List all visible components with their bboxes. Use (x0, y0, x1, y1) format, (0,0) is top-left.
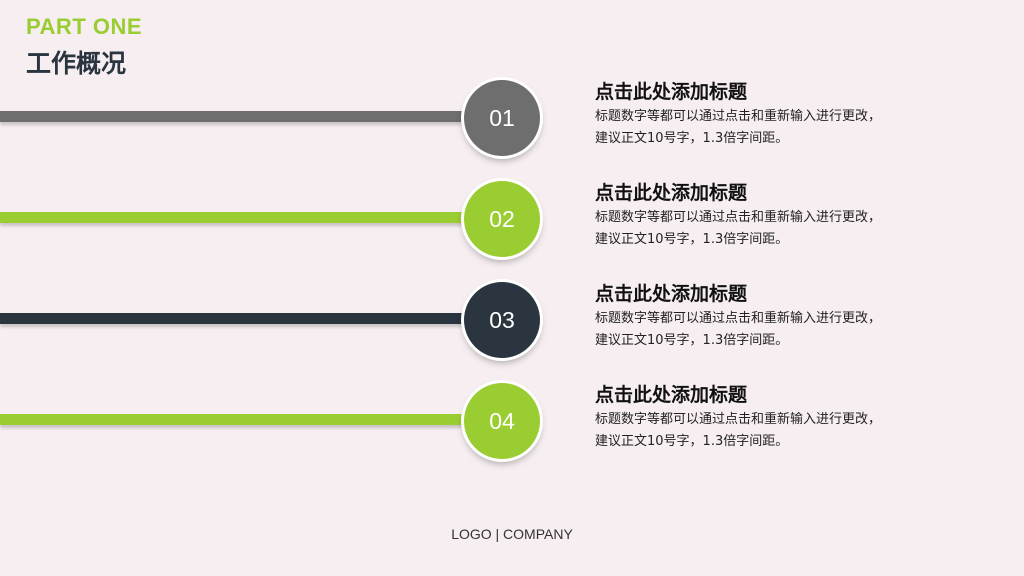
part-label: PART ONE (26, 14, 143, 39)
item-3-desc-line2[interactable]: 建议正文10号字，1.3倍字间距。 (595, 333, 789, 348)
item-4-bar (0, 414, 480, 425)
item-1-desc-line2[interactable]: 建议正文10号字，1.3倍字间距。 (595, 131, 789, 146)
list-item-2: 02 点击此处添加标题 标题数字等都可以通过点击和重新输入进行更改， 建议正文1… (0, 180, 1024, 260)
item-1-title[interactable]: 点击此处添加标题 (595, 81, 748, 103)
list-item-3: 03 点击此处添加标题 标题数字等都可以通过点击和重新输入进行更改， 建议正文1… (0, 281, 1024, 361)
item-4-title[interactable]: 点击此处添加标题 (595, 384, 748, 406)
page-title: 工作概况 (26, 49, 127, 78)
list-item-1: 01 点击此处添加标题 标题数字等都可以通过点击和重新输入进行更改， 建议正文1… (0, 79, 1024, 159)
item-4-desc-line2[interactable]: 建议正文10号字，1.3倍字间距。 (595, 434, 789, 449)
item-1-desc-line1[interactable]: 标题数字等都可以通过点击和重新输入进行更改， (595, 109, 882, 124)
item-1-number-badge: 01 (464, 80, 540, 156)
footer-logo-company: LOGO | COMPANY (0, 526, 1024, 542)
item-3-desc-line1[interactable]: 标题数字等都可以通过点击和重新输入进行更改， (595, 311, 882, 326)
item-2-desc-line2[interactable]: 建议正文10号字，1.3倍字间距。 (595, 232, 789, 247)
item-2-bar (0, 212, 480, 223)
list-item-4: 04 点击此处添加标题 标题数字等都可以通过点击和重新输入进行更改， 建议正文1… (0, 382, 1024, 462)
footer-text: LOGO | COMPANY (451, 526, 573, 542)
item-4-desc-line1[interactable]: 标题数字等都可以通过点击和重新输入进行更改， (595, 412, 882, 427)
item-2-title[interactable]: 点击此处添加标题 (595, 182, 748, 204)
item-1-bar (0, 111, 480, 122)
item-3-bar (0, 313, 480, 324)
item-3-title[interactable]: 点击此处添加标题 (595, 283, 748, 305)
item-4-number-badge: 04 (464, 383, 540, 459)
item-2-desc-line1[interactable]: 标题数字等都可以通过点击和重新输入进行更改， (595, 210, 882, 225)
item-2-number-badge: 02 (464, 181, 540, 257)
item-3-number-badge: 03 (464, 282, 540, 358)
